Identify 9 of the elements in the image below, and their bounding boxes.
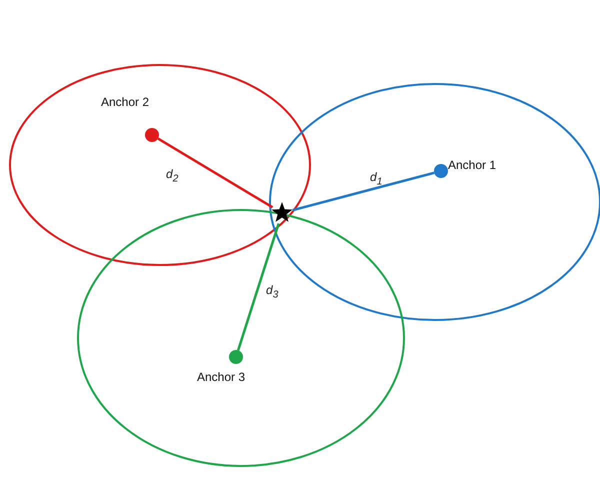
distance-line [292,172,435,212]
anchor-label: Anchor 2 [101,95,150,109]
distance-line [236,223,280,351]
distance-label: d$_{2}$ [166,167,178,184]
anchor-label: Anchor 1 [448,158,496,172]
distance-label: d$_{1}$ [370,170,382,188]
anchor-label: Anchor 3 [197,370,246,384]
distance-line [157,138,274,208]
distance-label: d$_{3}$ [266,283,278,300]
